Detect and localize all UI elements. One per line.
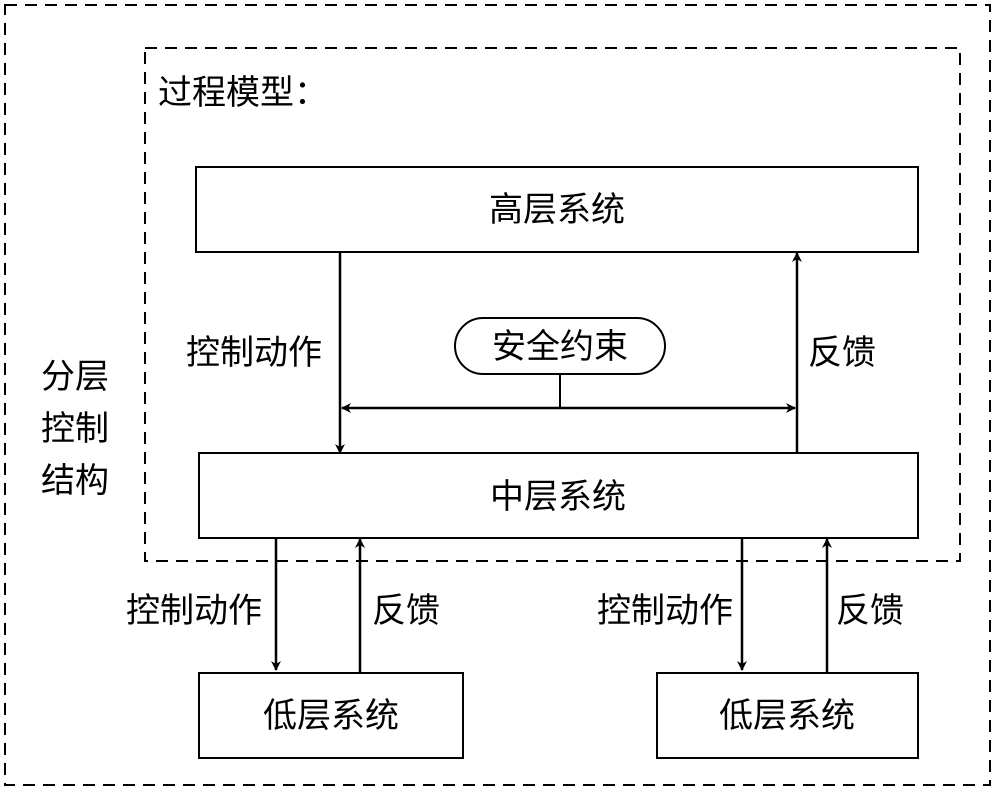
high-system-box [195, 166, 919, 253]
left-low-system-label: 低层系统 [263, 696, 399, 736]
left-low-feedback-label: 反馈 [372, 591, 440, 631]
process-model-frame [144, 47, 961, 562]
right-low-system-box [656, 672, 919, 759]
outer-label-line-1: 分层 [41, 357, 109, 397]
left-low-system-box [198, 672, 464, 759]
safety-constraint-label: 安全约束 [492, 327, 628, 367]
mid-system-box [198, 452, 919, 539]
mid-system-label: 中层系统 [490, 477, 626, 517]
right-low-system-label: 低层系统 [719, 696, 855, 736]
high-mid-control-label: 控制动作 [186, 333, 322, 373]
outer-label-line-2: 控制 [41, 409, 109, 449]
left-low-control-label: 控制动作 [126, 591, 262, 631]
right-low-control-label: 控制动作 [597, 591, 733, 631]
right-low-feedback-label: 反馈 [836, 591, 904, 631]
hierarchical-control-frame [4, 4, 991, 786]
process-model-label: 过程模型： [158, 73, 328, 113]
high-system-label: 高层系统 [489, 190, 625, 230]
high-mid-feedback-label: 反馈 [808, 333, 876, 373]
outer-label-line-3: 结构 [41, 461, 109, 501]
